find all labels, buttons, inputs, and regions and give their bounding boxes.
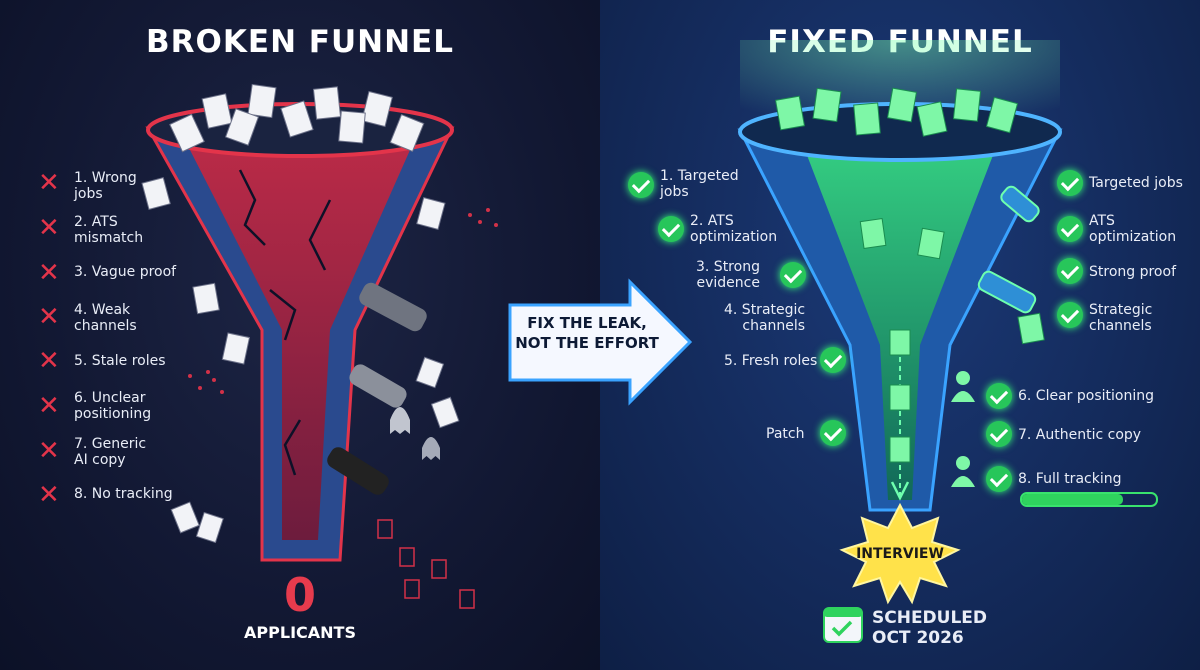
check-icon	[628, 172, 654, 198]
problem-label: 4. Weak channels	[74, 302, 137, 334]
fixed-funnel-panel: FIXED FUNNEL	[600, 0, 1200, 670]
problem-label: 3. Vague proof	[74, 264, 177, 280]
check-icon	[1057, 302, 1083, 328]
check-icon	[1057, 170, 1083, 196]
arrow-label: FIX THE LEAK, NOT THE EFFORT	[515, 314, 659, 352]
fix-label: ATS optimization	[1089, 213, 1177, 245]
fix-label: 5. Fresh roles	[724, 353, 818, 369]
x-icon: ✕	[38, 258, 60, 288]
check-icon	[780, 262, 806, 288]
check-icon	[1057, 258, 1083, 284]
fix-label: 4. Strategic channels	[724, 302, 806, 334]
broken-funnel-graphic	[141, 83, 498, 609]
problem-label: 6. Unclear positioning	[74, 390, 152, 422]
scheduled-label: SCHEDULED OCT 2026	[872, 608, 988, 648]
problem-label: 8. No tracking	[74, 486, 173, 502]
check-icon	[820, 420, 846, 446]
check-icon	[658, 216, 684, 242]
problem-label: 5. Stale roles	[74, 353, 166, 369]
x-icon: ✕	[38, 302, 60, 332]
fixed-funnel-graphic	[737, 40, 1063, 643]
tracking-progress-bar	[1020, 492, 1158, 507]
check-icon	[1057, 216, 1083, 242]
fix-label: Strong proof	[1089, 264, 1176, 280]
x-icon: ✕	[38, 391, 60, 421]
x-icon: ✕	[38, 213, 60, 243]
fix-label: 6. Clear positioning	[1018, 388, 1154, 404]
problem-label: 1. Wrong jobs	[74, 170, 137, 202]
fix-label: 3. Strong evidence	[696, 259, 760, 291]
fix-label: 2. ATS optimization	[690, 213, 778, 245]
applicant-count: 0	[283, 568, 316, 622]
fix-label: Strategic channels	[1089, 302, 1153, 334]
applicant-label: APPLICANTS	[244, 623, 356, 642]
check-icon	[820, 347, 846, 373]
x-icon: ✕	[38, 436, 60, 466]
check-icon	[986, 421, 1012, 447]
problem-label: 7. Generic AI copy	[74, 436, 147, 468]
x-icon: ✕	[38, 480, 60, 510]
broken-funnel-panel: BROKEN FUNNEL	[0, 0, 600, 670]
check-icon	[986, 466, 1012, 492]
fix-label: Patch	[766, 426, 805, 442]
interview-burst	[839, 502, 961, 605]
fix-label: Targeted jobs	[1089, 175, 1183, 191]
tracking-progress-fill	[1022, 494, 1123, 505]
x-icon: ✕	[38, 346, 60, 376]
fix-label: 1. Targeted jobs	[660, 168, 739, 200]
fix-label: 8. Full tracking	[1018, 471, 1122, 487]
x-icon: ✕	[38, 168, 60, 198]
interview-badge: INTERVIEW	[856, 546, 944, 562]
broken-funnel-title: BROKEN FUNNEL	[146, 24, 454, 60]
problem-label: 2. ATS mismatch	[74, 214, 144, 246]
check-icon	[986, 383, 1012, 409]
fix-label: 7. Authentic copy	[1018, 427, 1142, 443]
